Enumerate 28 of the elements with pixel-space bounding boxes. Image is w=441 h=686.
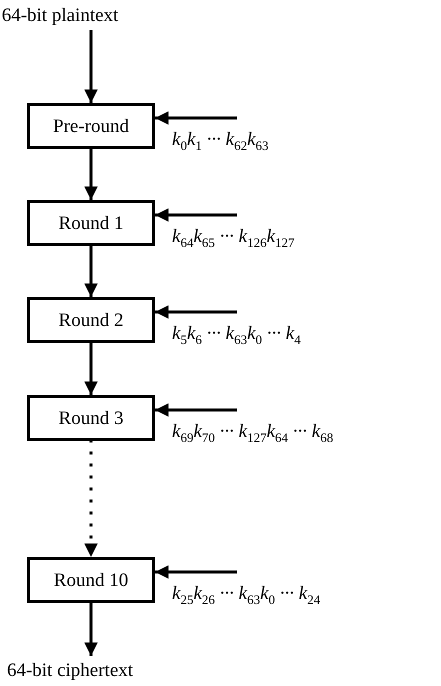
round-box <box>27 103 155 149</box>
round-label: Round 2 <box>58 310 124 330</box>
arrow <box>84 244 98 297</box>
round-box <box>27 200 155 246</box>
subkey-label: k$_{64}$k$_{65}$ ··· k$_{126}$k$_{127}$ <box>172 227 294 249</box>
arrow <box>155 565 237 579</box>
arrow <box>84 602 98 656</box>
io-label: 64-bit plaintext <box>2 6 118 24</box>
subkey-label: k$_{69}$k$_{70}$ ··· k$_{127}$k$_{64}$ ··· k$_{68}$ <box>172 422 334 444</box>
arrow <box>155 208 237 222</box>
arrow <box>155 403 237 417</box>
arrow <box>155 305 237 319</box>
subkey-label: k$_{5}$k$_{6}$ ··· k$_{63}$k$_{0}$ ··· k$_{4}$ <box>172 324 301 346</box>
round-box <box>27 557 155 603</box>
round-label: Round 1 <box>58 214 124 232</box>
round-label: Round 3 <box>58 408 124 428</box>
round-box <box>27 395 155 441</box>
arrow <box>155 111 237 125</box>
arrow <box>84 30 98 103</box>
round-label: Round 10 <box>54 570 128 590</box>
subkey-label: k$_{0}$k$_{1}$ ··· k$_{62}$k$_{63}$ <box>172 130 268 152</box>
arrow <box>84 342 98 395</box>
io-label: 64-bit ciphertext <box>6 660 134 680</box>
round-box <box>27 297 155 343</box>
arrow <box>84 440 98 557</box>
round-label: Pre-round <box>53 116 129 136</box>
subkey-label: k$_{25}$k$_{26}$ ··· k$_{63}$k$_{0}$ ··· k$_{24}$ <box>172 584 320 606</box>
arrow <box>84 148 98 200</box>
